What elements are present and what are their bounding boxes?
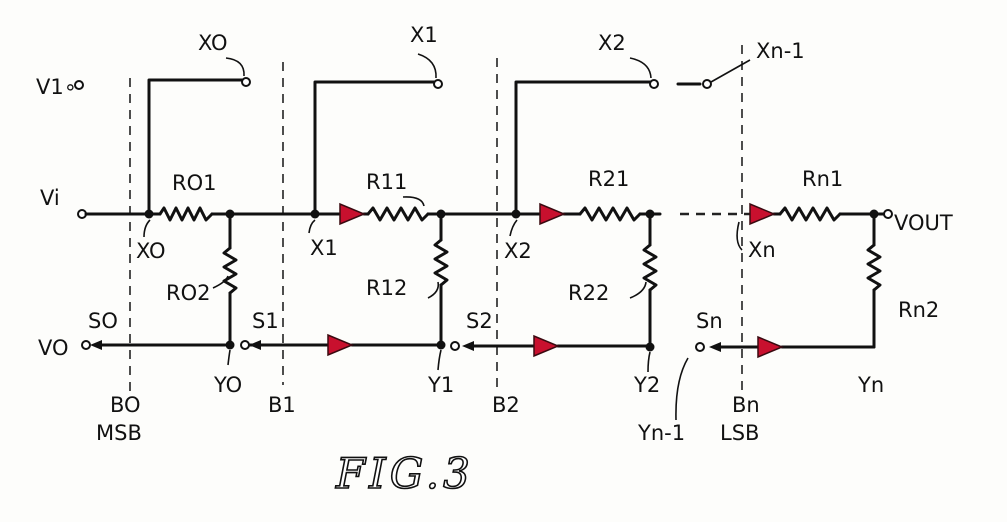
label-r01: RO1: [172, 171, 216, 195]
switch-x2-terminal: [649, 79, 659, 89]
vout-terminal: [883, 209, 893, 219]
label-y2: Y2: [633, 373, 660, 397]
buffer-amplifiers: [327, 202, 784, 359]
resistor-r12: [433, 238, 449, 287]
labels: V1∘ Vi VO SO XO X1 X2 Xn-1 RO1 R11 R21 R…: [36, 23, 953, 499]
switch-s2-terminal: [450, 341, 460, 351]
switch-xn1-terminal: [702, 79, 712, 89]
label-r12: R12: [366, 276, 407, 300]
label-lsb: LSB: [720, 421, 759, 445]
bit-boundaries: [129, 45, 743, 395]
label-x0-top: XO: [198, 31, 228, 55]
buffer-top-2: [539, 202, 566, 226]
resistor-r02: [222, 246, 238, 295]
label-v1: V1∘: [36, 75, 77, 99]
label-vout: VOUT: [894, 211, 953, 235]
buffer-bottom-2: [533, 334, 560, 358]
junction-dots: [144, 209, 879, 352]
label-s0: SO: [88, 309, 118, 333]
buffer-bottom-1: [327, 333, 354, 357]
label-r02: RO2: [166, 281, 210, 305]
resistor-rn2: [866, 243, 882, 292]
switch-s1-terminal: [240, 340, 250, 350]
resistor-r21: [578, 206, 642, 222]
label-s2: S2: [466, 309, 493, 333]
leader-lines: [143, 53, 743, 421]
buffer-top-1: [339, 202, 366, 226]
label-b2: B2: [492, 393, 520, 417]
label-r11: R11: [366, 170, 407, 194]
label-sn: Sn: [696, 309, 723, 333]
label-xn1-top: Xn-1: [756, 39, 805, 63]
label-b1: B1: [268, 393, 296, 417]
label-s1: S1: [252, 309, 279, 333]
horizontal-resistors: [158, 206, 842, 222]
label-rn1: Rn1: [802, 167, 843, 191]
label-yn1: Yn-1: [637, 421, 685, 445]
vertical-resistors: [222, 212, 882, 349]
label-x0-node: XO: [136, 239, 166, 263]
label-vi: Vi: [40, 186, 60, 210]
label-r22: R22: [568, 281, 609, 305]
label-x2-top: X2: [598, 31, 626, 55]
resistor-r22: [642, 243, 658, 292]
buffer-top-n: [749, 202, 776, 226]
v1-terminal: [74, 80, 84, 90]
label-x1-node: X1: [310, 236, 338, 260]
vo-terminal: [81, 340, 91, 350]
label-x2-node: X2: [504, 239, 532, 263]
label-b0: BO: [110, 393, 141, 417]
bottom-switches: [81, 340, 705, 352]
bottom-wire: [90, 340, 876, 352]
label-bn: Bn: [732, 393, 760, 417]
label-msb: MSB: [96, 421, 142, 445]
label-yn: Yn: [857, 373, 884, 397]
resistor-rn1: [778, 206, 842, 222]
buffer-bottom-n: [757, 335, 784, 359]
top-switches: [147, 59, 893, 219]
figure-caption: FIG.3: [335, 449, 474, 498]
label-y0: YO: [213, 373, 242, 397]
label-rn2: Rn2: [898, 298, 939, 322]
label-y1: Y1: [427, 373, 454, 397]
resistor-r11: [366, 206, 430, 222]
label-r21: R21: [588, 167, 629, 191]
resistor-r01: [158, 206, 214, 222]
label-vo: VO: [38, 336, 69, 360]
switch-sn-terminal: [695, 342, 705, 352]
label-xn-node: Xn: [748, 238, 776, 262]
label-x1-top: X1: [410, 23, 438, 47]
switch-x1-terminal: [433, 79, 443, 89]
switch-x0-terminal: [241, 77, 251, 87]
